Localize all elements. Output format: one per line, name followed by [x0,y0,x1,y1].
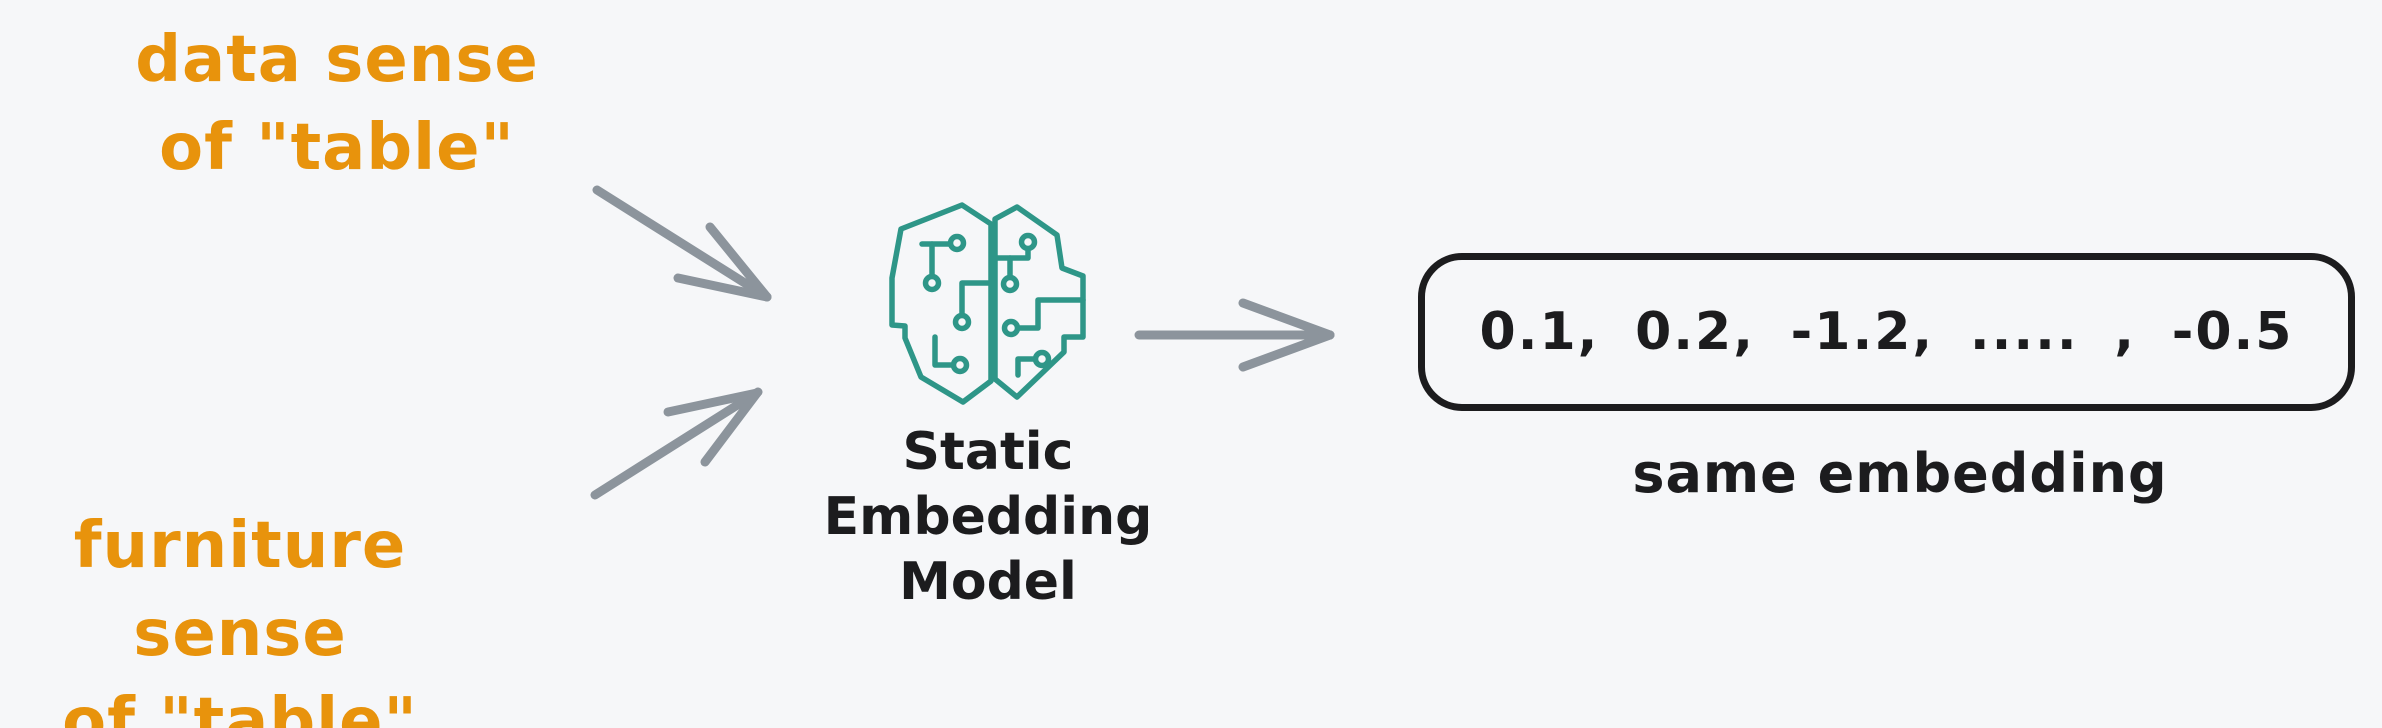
arrow-data-to-model-icon [592,185,772,302]
arrow-furniture-to-model-icon [590,387,763,500]
sense-label-data-line2: of "table" [159,111,515,185]
same-embedding-caption: same embedding [1632,442,2168,505]
brain-circuit-icon [889,202,1086,405]
sense-label-data: data sense of "table" [57,16,617,192]
model-label: Static Embedding Model [823,422,1153,612]
sense-label-furniture: furniture sense of "table" [0,502,520,728]
sense-label-furniture-line2: of "table" [62,685,418,728]
sense-label-data-line1: data sense [135,23,539,97]
sense-label-furniture-line1: furniture sense [73,509,407,671]
embedding-vector-box: 0.1, 0.2, -1.2, ..... , -0.5 [1418,253,2355,411]
arrow-model-to-output-icon [1134,298,1335,372]
embedding-vector-value: 0.1, 0.2, -1.2, ..... , -0.5 [1479,302,2294,362]
